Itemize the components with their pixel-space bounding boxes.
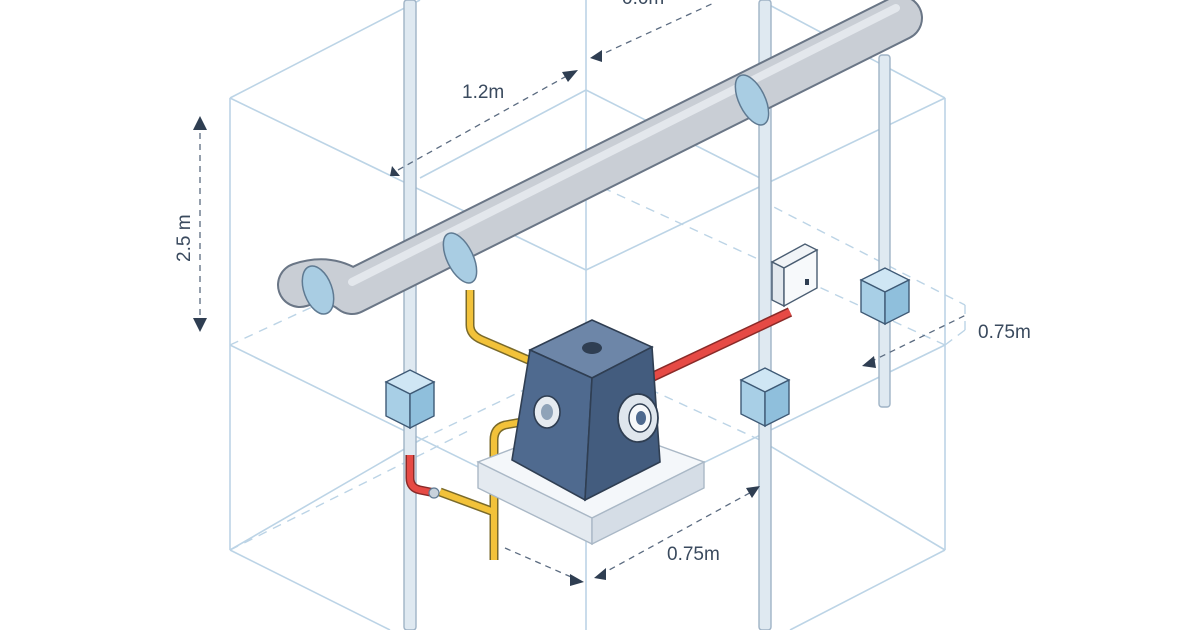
dim-arrow — [862, 356, 876, 368]
dimension-lines — [193, 1, 969, 586]
hanger-clamp-icon — [739, 367, 791, 428]
hot-pipe-right — [648, 308, 792, 382]
length-dim-label: 1.2m — [462, 82, 504, 103]
duct-collar — [301, 265, 335, 315]
dim-arrow — [562, 70, 578, 82]
duct-collar — [734, 74, 770, 126]
supply-pipe-upper — [467, 290, 542, 368]
dim-arrow — [746, 486, 760, 498]
frame-edge — [789, 549, 946, 630]
pipe-joint — [428, 487, 440, 499]
frame-edge — [759, 439, 946, 551]
frame-dashed-edge — [759, 199, 966, 306]
main-duct — [277, 0, 923, 315]
duct-highlight — [348, 4, 900, 286]
hanger-rod-left — [403, 0, 417, 630]
dimension-labels: 0.0m 1.2m 2.5 m 0.75m 0.75m — [174, 0, 1031, 565]
frame-dashed-edge — [944, 329, 966, 346]
dim-arrow — [594, 568, 606, 580]
duct-port-icon — [533, 395, 561, 429]
central-unit — [511, 319, 661, 502]
depth-bottom-dim-line — [599, 489, 756, 576]
unit-top-port — [582, 342, 602, 354]
dim-arrow — [590, 50, 602, 62]
supply-pipe-lower — [438, 415, 546, 560]
frame-edge — [419, 89, 587, 179]
top-dim-line — [595, 1, 717, 58]
hot-pipe-left — [407, 455, 436, 496]
frame-edge — [229, 549, 391, 630]
duct-port-icon — [617, 393, 659, 443]
dim-arrow — [390, 166, 400, 176]
frame-edge — [229, 0, 421, 99]
base-pad-right — [591, 460, 705, 546]
depth-right-dim-line — [869, 313, 969, 363]
hanger-clamp-icon — [859, 267, 911, 326]
dim-arrow — [193, 116, 207, 130]
pipework — [405, 290, 793, 560]
frame-edge — [229, 439, 421, 551]
length-dim-line — [397, 72, 573, 171]
hanger-rod-center — [758, 0, 772, 630]
height-dim-label: 2.5 m — [174, 214, 195, 262]
depth-right-dim-label: 0.75m — [978, 322, 1031, 343]
frame-dashed-edge — [229, 429, 471, 551]
depth-bottom-ext-line — [504, 547, 579, 581]
hanger-clamp-icon — [384, 369, 436, 430]
duct-collar — [442, 232, 478, 284]
control-box-icon — [770, 243, 819, 308]
top-dim-label: 0.0m — [622, 0, 664, 9]
dim-arrow — [570, 574, 584, 586]
dim-arrow — [193, 318, 207, 332]
hanger-clamps — [384, 267, 911, 430]
depth-bottom-dim-label: 0.75m — [667, 544, 720, 565]
